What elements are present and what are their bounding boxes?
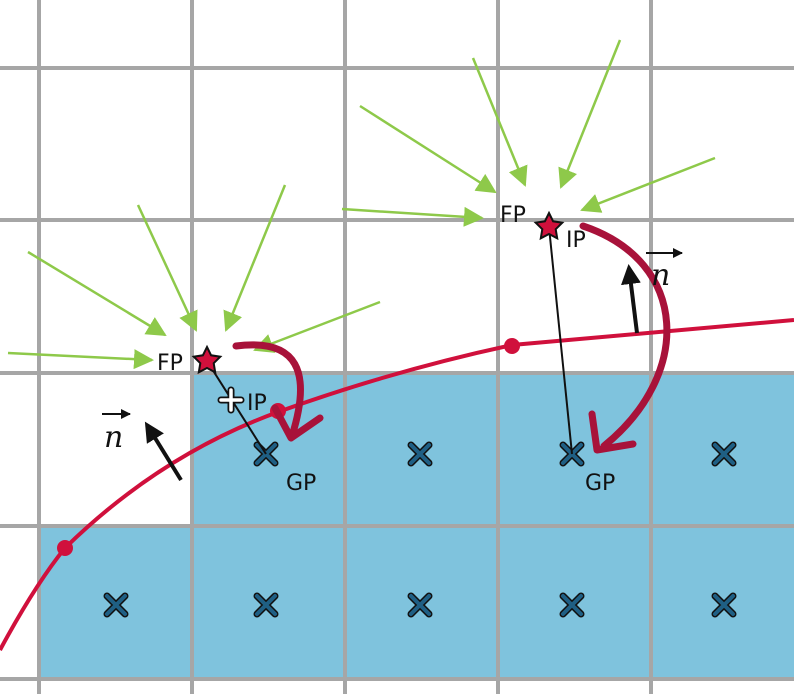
plus-marker-icon bbox=[217, 386, 245, 414]
normal-label-left: n bbox=[102, 409, 131, 455]
arrowhead-icon bbox=[588, 410, 637, 454]
normal-arrow-right bbox=[621, 264, 641, 334]
boundary-node bbox=[57, 540, 73, 556]
label-fp-right: FP bbox=[500, 203, 526, 228]
stencil-arrow bbox=[7, 349, 154, 370]
transfer-arrow-right bbox=[579, 222, 671, 450]
normal-arrow-left bbox=[144, 421, 183, 482]
normal-label-right: n bbox=[646, 248, 683, 293]
cross-marker-icon bbox=[559, 592, 585, 618]
projection-lines bbox=[206, 226, 573, 455]
label-ip-right: IP bbox=[566, 228, 586, 253]
stencil-arrow bbox=[359, 104, 497, 194]
cross-marker-icon bbox=[253, 592, 279, 618]
stencil-arrow bbox=[223, 184, 287, 332]
arrowhead-icon bbox=[271, 404, 324, 442]
cross-marker-icon bbox=[407, 441, 433, 467]
stencil-arrows-left bbox=[7, 184, 381, 370]
stencil-arrow bbox=[558, 39, 622, 189]
stencil-arrow bbox=[253, 300, 381, 353]
boundary-node bbox=[504, 338, 520, 354]
labels: FP IP GP FP IP GP n n bbox=[102, 203, 683, 496]
normal-vectors bbox=[144, 264, 641, 482]
boundary-curve bbox=[0, 318, 794, 651]
projection-line-left bbox=[206, 360, 267, 455]
star-icon bbox=[533, 210, 565, 241]
transfer-arrows bbox=[232, 222, 671, 454]
label-fp-left: FP bbox=[157, 351, 183, 376]
stencil-arrow bbox=[580, 156, 716, 213]
label-ip-left: IP bbox=[247, 391, 267, 416]
star-icon bbox=[191, 344, 223, 375]
label-gp-right: GP bbox=[585, 471, 615, 496]
stencil-arrow bbox=[341, 206, 484, 227]
normal-symbol-right: n bbox=[651, 258, 670, 293]
cross-marker-icon bbox=[407, 592, 433, 618]
projection-line-right bbox=[548, 226, 573, 455]
forcing-points bbox=[191, 210, 565, 375]
stencil-arrow bbox=[471, 57, 528, 187]
cross-marker-icon bbox=[711, 592, 737, 618]
label-gp-left: GP bbox=[286, 471, 316, 496]
normal-symbol-left: n bbox=[104, 420, 123, 455]
stencil-arrows-right bbox=[341, 39, 716, 227]
cross-marker-icon bbox=[711, 441, 737, 467]
stencil-arrow bbox=[27, 250, 167, 337]
transfer-arrow-left bbox=[232, 341, 304, 440]
cross-marker-icon bbox=[103, 592, 129, 618]
stencil-arrow bbox=[136, 204, 198, 332]
